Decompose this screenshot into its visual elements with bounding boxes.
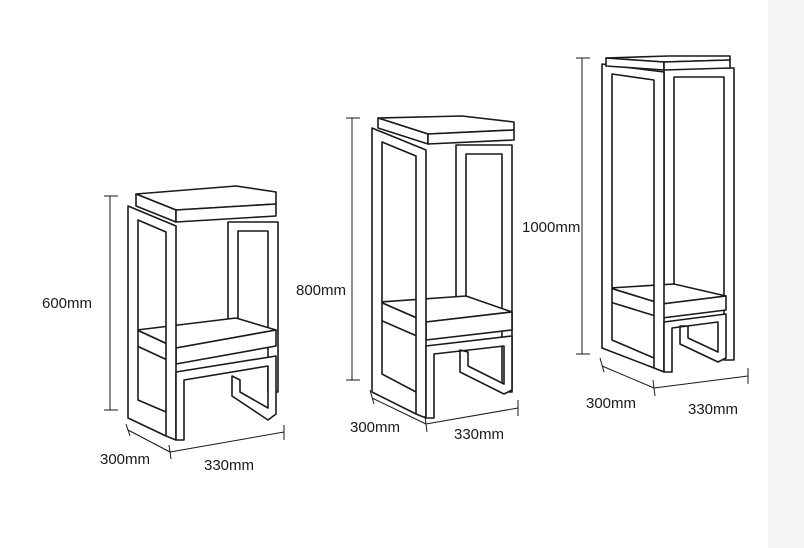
stand-1000-height-label: 1000mm <box>522 219 581 236</box>
stand-800-dim-tick-a <box>369 389 375 405</box>
stand-600-width-dim-line <box>169 431 285 453</box>
stand-1000-width-dim-line <box>653 375 749 389</box>
stand-800-depth-dim-line <box>371 397 427 425</box>
stand-800-side-frame <box>371 127 427 419</box>
stand-1000-dim-tick-b <box>652 379 656 397</box>
stand-600-height-label: 600mm <box>42 295 93 312</box>
stand-1000-depth-dim-line <box>601 365 655 389</box>
stand-1000-width-label: 330mm <box>688 401 739 418</box>
stand-1000-side-frame <box>601 63 665 373</box>
stand-600-top-front <box>175 203 277 223</box>
stand-600-side-frame <box>127 205 177 441</box>
stand-800-height-label: 800mm <box>296 282 347 299</box>
stand-600-width-label: 330mm <box>204 457 255 474</box>
stand-1000-front-frame <box>663 313 727 373</box>
stand-600-depth-dim-line <box>127 429 171 453</box>
stand-800-width-dim-line <box>425 407 519 425</box>
stand-1000-dim-tick-a <box>599 357 605 373</box>
stand-1000-depth-label: 300mm <box>586 395 637 412</box>
stand-600-dim-tick-a <box>125 423 131 437</box>
stand-800-width-label: 330mm <box>454 426 505 443</box>
stand-600-depth-label: 300mm <box>100 451 151 468</box>
stand-600-front-frame <box>175 355 277 441</box>
stand-800 <box>346 115 519 433</box>
side-margin-strip <box>768 0 804 548</box>
stand-800-top-front <box>427 129 515 145</box>
stand-800-depth-label: 300mm <box>350 419 401 436</box>
stand-800-front-frame <box>425 335 513 419</box>
stand-600-dim-tick-b <box>168 444 172 460</box>
stand-1000-top-front <box>663 59 731 71</box>
stand-600 <box>104 185 285 460</box>
stand-800-dim-tick-b <box>424 415 428 433</box>
stand-1000 <box>576 55 749 397</box>
